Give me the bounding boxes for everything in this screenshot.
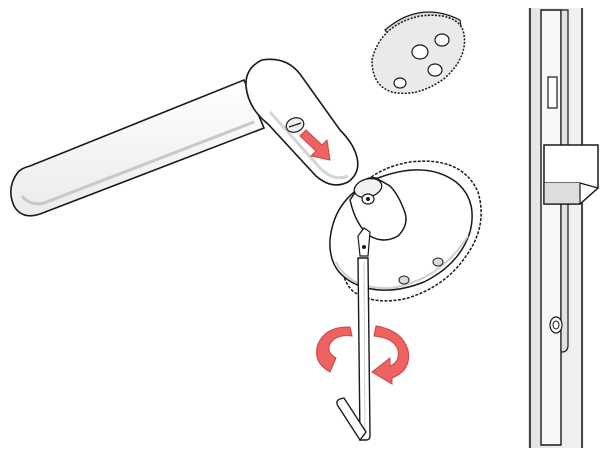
faceplate-screw-icon — [549, 316, 563, 334]
grub-screw-icon — [285, 117, 305, 133]
rotate-clockwise-icon — [316, 325, 410, 385]
round-rosette-icon — [329, 160, 482, 302]
lever-handle — [10, 58, 359, 217]
arrow-down-right-icon — [299, 129, 331, 161]
rosette-backplate-icon — [371, 11, 466, 95]
door-edge — [528, 8, 599, 448]
hex-key-icon — [336, 227, 371, 442]
latch-bolt — [543, 144, 599, 205]
strike-slot — [547, 76, 558, 109]
